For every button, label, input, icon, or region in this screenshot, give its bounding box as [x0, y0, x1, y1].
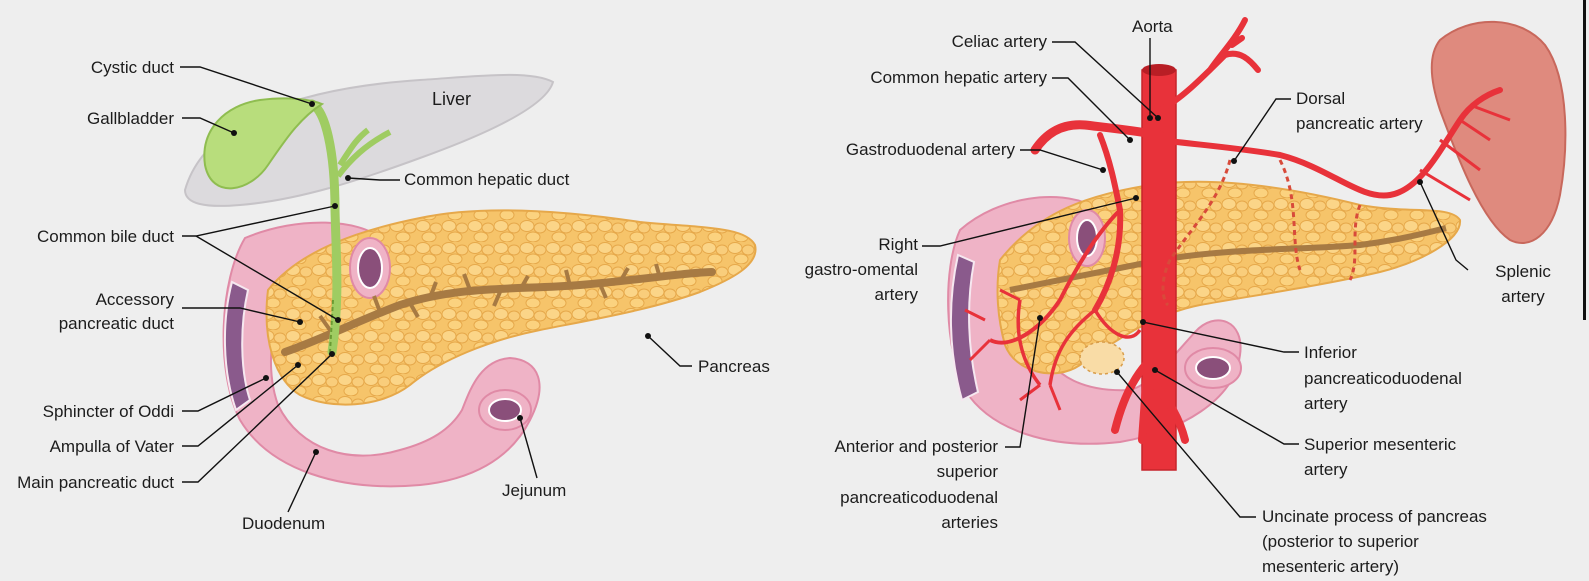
label-splenic-2: artery	[1501, 287, 1545, 306]
label-uncinate-2: (posterior to superior	[1262, 532, 1419, 551]
label-gallbladder: Gallbladder	[87, 109, 174, 128]
label-uncinate-1: Uncinate process of pancreas	[1262, 507, 1487, 526]
label-main-pancreatic-duct: Main pancreatic duct	[17, 473, 174, 492]
label-gastroduodenal-artery: Gastroduodenal artery	[846, 140, 1016, 159]
label-antpost-2: superior	[937, 462, 999, 481]
label-antpost-1: Anterior and posterior	[835, 437, 999, 456]
label-dorsal-2: pancreatic artery	[1296, 114, 1423, 133]
label-sphincter-of-oddi: Sphincter of Oddi	[43, 402, 174, 421]
label-common-hepatic-duct: Common hepatic duct	[404, 170, 570, 189]
label-duodenum: Duodenum	[242, 514, 325, 533]
label-antpost-3: pancreaticoduodenal	[840, 488, 998, 507]
label-right-go-1: Right	[878, 235, 918, 254]
label-liver: Liver	[432, 89, 471, 109]
label-accessory-duct-1: Accessory	[96, 290, 175, 309]
label-ampulla-of-vater: Ampulla of Vater	[50, 437, 175, 456]
label-common-bile-duct: Common bile duct	[37, 227, 174, 246]
label-aorta: Aorta	[1132, 17, 1173, 36]
edge-bar	[1583, 0, 1586, 320]
label-cystic-duct: Cystic duct	[91, 58, 174, 77]
label-right-go-2: gastro-omental	[805, 260, 918, 279]
label-pancreas: Pancreas	[698, 357, 770, 376]
label-splenic-1: Splenic	[1495, 262, 1551, 281]
right-illustration	[948, 20, 1565, 470]
label-dorsal-1: Dorsal	[1296, 89, 1345, 108]
label-inferior-3: artery	[1304, 394, 1348, 413]
label-common-hepatic-artery: Common hepatic artery	[870, 68, 1047, 87]
label-accessory-duct-2: pancreatic duct	[59, 314, 175, 333]
label-celiac-artery: Celiac artery	[952, 32, 1048, 51]
label-sma-2: artery	[1304, 460, 1348, 479]
label-antpost-4: arteries	[941, 513, 998, 532]
label-inferior-1: Inferior	[1304, 343, 1357, 362]
label-right-go-3: artery	[875, 285, 919, 304]
label-inferior-2: pancreaticoduodenal	[1304, 369, 1462, 388]
label-uncinate-3: mesenteric artery)	[1262, 557, 1399, 576]
label-sma-1: Superior mesenteric	[1304, 435, 1457, 454]
label-jejunum: Jejunum	[502, 481, 566, 500]
